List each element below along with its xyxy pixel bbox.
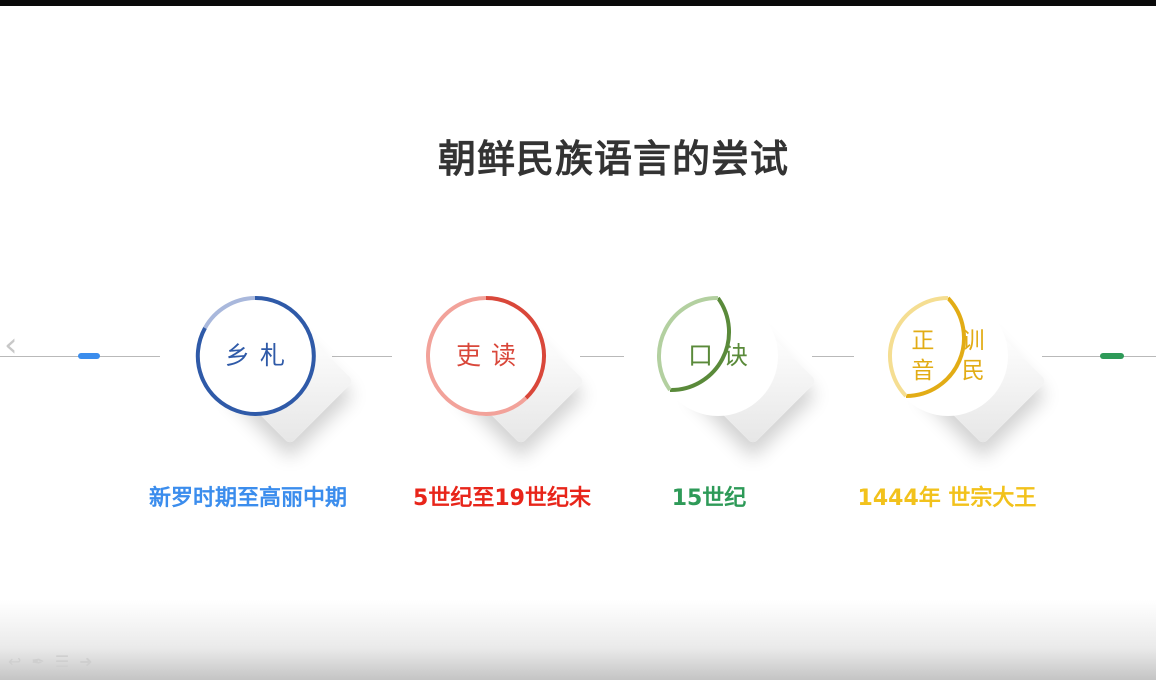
slide-title: 朝鲜民族语言的尝试 — [438, 137, 790, 181]
node-ring — [195, 295, 316, 416]
node-label: 正 训 音 民 — [911, 328, 995, 384]
slideshow-controls: ↩ ✒ ☰ ➜ — [8, 652, 93, 674]
node-label: 口诀 — [687, 341, 758, 370]
chevron-left-icon[interactable]: ‹ — [4, 325, 18, 365]
timeline-node-gugyeol[interactable]: 口诀 — [648, 286, 817, 445]
timeline-line-segment — [812, 356, 854, 357]
timeline-node-hyangchal[interactable]: 乡札 — [185, 286, 354, 445]
node-caption-idu: 5世纪至19世纪末 — [413, 486, 591, 511]
window-top-bar — [0, 0, 1156, 6]
arrow-right-icon[interactable]: ➜ — [79, 652, 93, 671]
timeline-line-segment — [1042, 356, 1156, 357]
timeline-node-idu[interactable]: 吏读 — [416, 286, 585, 445]
node-label: 乡札 — [224, 341, 295, 370]
node-ring — [656, 295, 732, 393]
timeline-line-segment — [580, 356, 624, 357]
pen-icon[interactable]: ✒ — [31, 652, 45, 671]
timeline-node-hunminjeongeum[interactable]: 正 训 音 民 — [878, 286, 1047, 445]
node-caption-hyangchal: 新罗时期至高丽中期 — [148, 486, 347, 511]
node-ring — [426, 296, 546, 416]
menu-icon[interactable]: ☰ — [54, 652, 70, 671]
bottom-fade — [0, 600, 1156, 680]
node-label: 吏读 — [455, 341, 526, 370]
node-caption-hunminjeongeum: 1444年 世宗大王 — [857, 486, 1037, 511]
timeline-line-segment — [332, 356, 392, 357]
node-caption-gugyeol: 15世纪 — [671, 486, 747, 511]
undo-icon[interactable]: ↩ — [8, 652, 22, 671]
timeline-marker-left — [78, 353, 100, 359]
node-ring — [888, 296, 966, 398]
timeline-marker-right — [1100, 353, 1124, 359]
node-disc — [658, 296, 778, 416]
